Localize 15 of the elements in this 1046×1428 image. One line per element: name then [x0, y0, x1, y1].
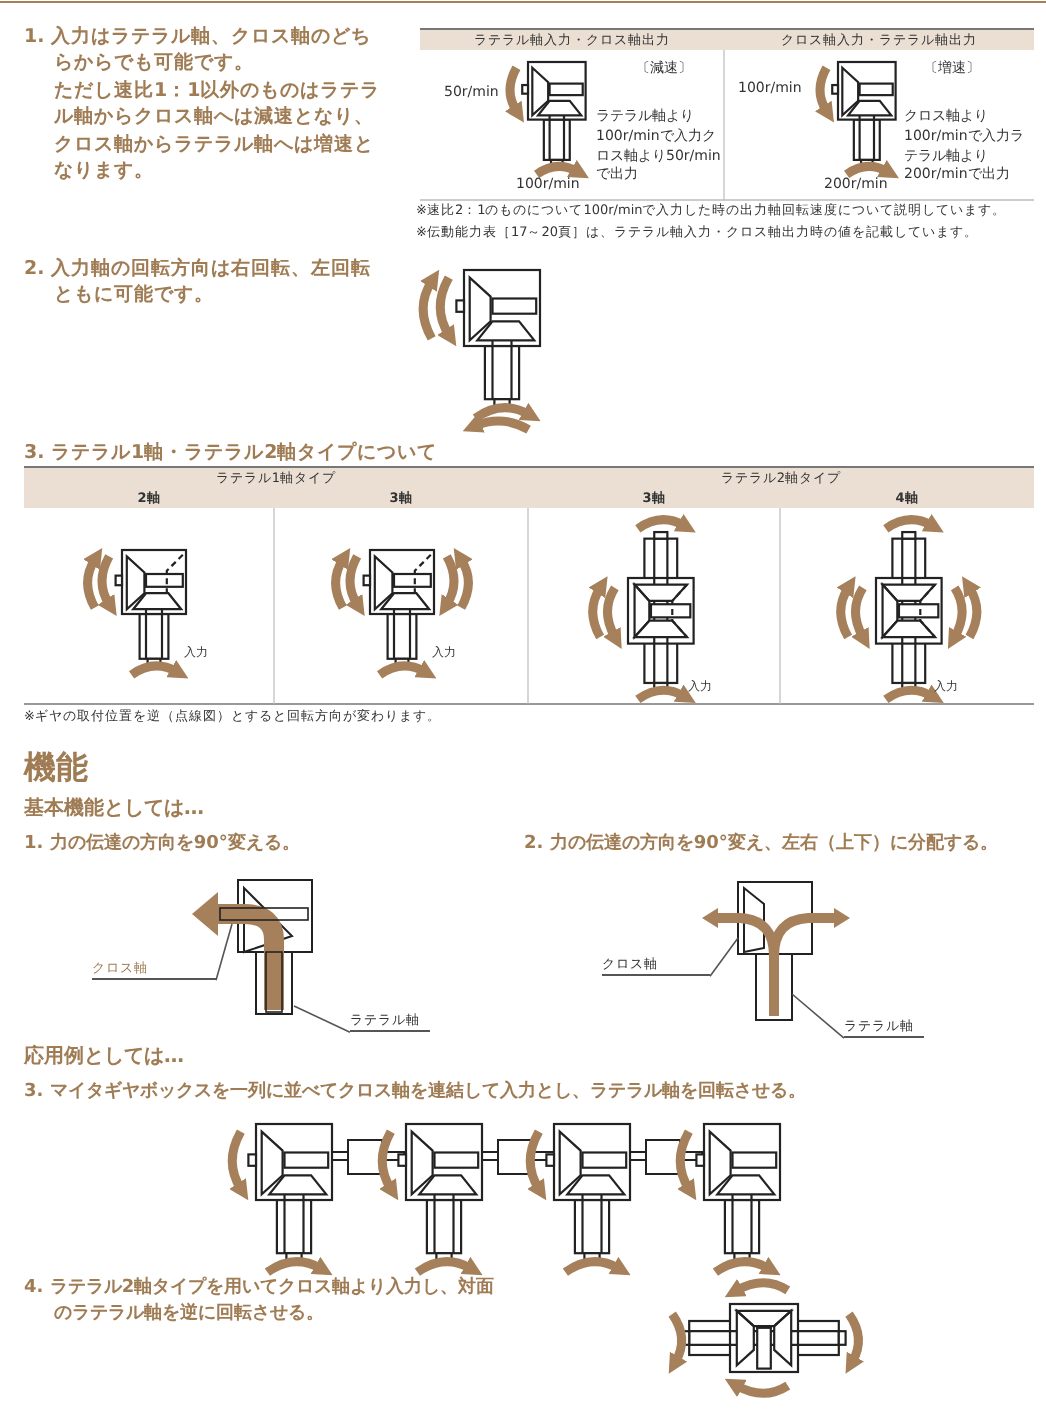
heading: 3. ラテラル1軸・ラテラル2軸タイプについて — [24, 440, 440, 467]
section-heading: 機能 — [24, 746, 90, 790]
paragraph: 2. 入力軸の回転方向は右回転、左回転ともに可能です。 — [24, 256, 374, 310]
leader-line — [215, 923, 233, 981]
leader-line — [293, 1005, 351, 1033]
paragraph: 1. 入力はラテラル軸、クロス軸のどちらからでも可能です。 — [24, 24, 374, 78]
subheading: 基本機能としては… — [24, 796, 206, 824]
paragraph: 2. 力の伝達の方向を90°変え、左右（上下）に分配する。 — [524, 832, 1000, 858]
paragraph: ただし速比1：1以外のものはラテラル軸からクロス軸へは減速となり、クロス軸からラテラル軸へは増速となります。 — [54, 78, 383, 185]
paragraph: 3. マイタギヤボックスを一列に並べてクロス軸を連結して入力とし、ラテラル軸を回転させる。 — [24, 1080, 808, 1106]
subheading: 応用例としては… — [24, 1044, 186, 1072]
paragraph: 1. 力の伝達の方向を90°変える。 — [24, 832, 302, 858]
paragraph: 4. ラテラル2軸タイプを用いてクロス軸より入力し、対面のラテラル軸を逆に回転させる。 — [24, 1276, 497, 1327]
leader-line — [709, 937, 739, 977]
leader-line — [791, 993, 845, 1039]
